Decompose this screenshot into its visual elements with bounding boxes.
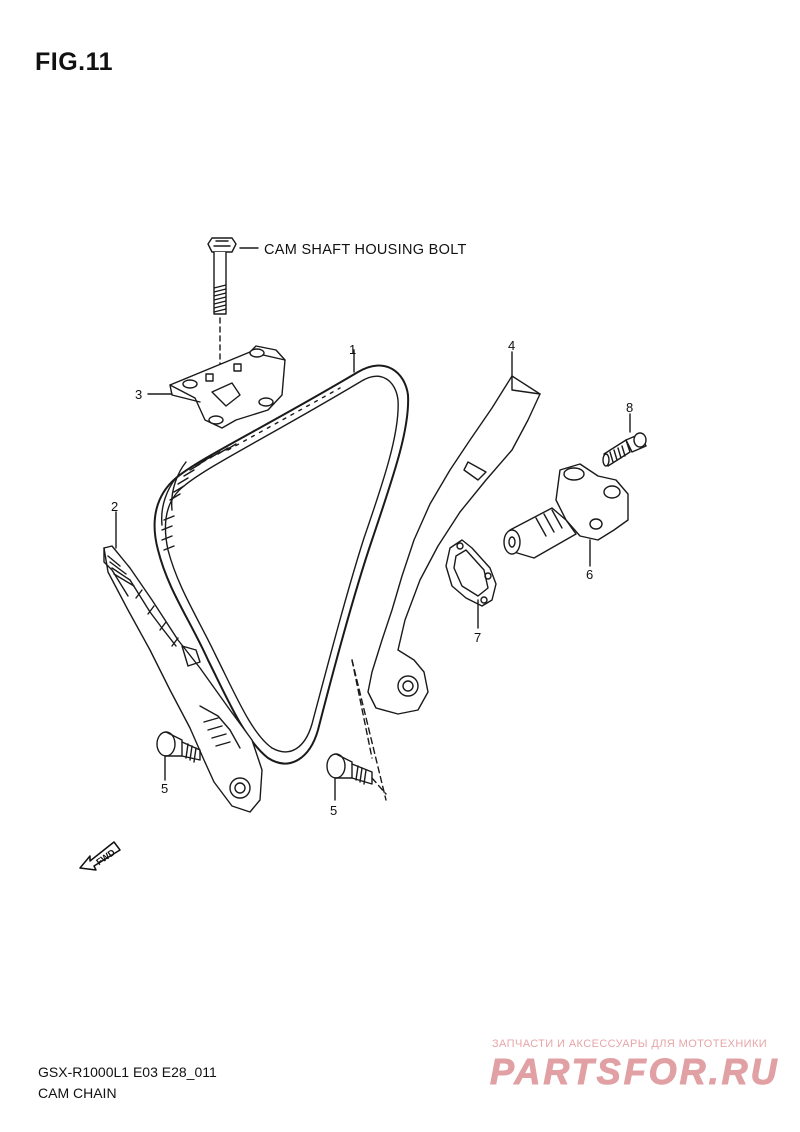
cam-shaft-housing-bolt <box>207 237 259 373</box>
footer-name: CAM CHAIN <box>38 1085 117 1101</box>
callout-5-right: 5 <box>330 803 337 818</box>
tensioner-bolt <box>602 413 647 467</box>
callout-4: 4 <box>508 338 515 353</box>
chain-tensioner-adjuster <box>503 463 629 567</box>
guide-bolt-right <box>326 753 387 801</box>
callout-8: 8 <box>626 400 633 415</box>
bolt-label: CAM SHAFT HOUSING BOLT <box>264 242 467 258</box>
watermark-logo-text: PARTSFOR.RU <box>490 1051 780 1092</box>
callout-3: 3 <box>135 387 142 402</box>
callout-1: 1 <box>349 342 356 357</box>
chain-guide <box>103 511 263 813</box>
tensioner-gasket <box>445 539 497 629</box>
cam-chain <box>153 349 410 765</box>
forward-direction-arrow-icon: FWD <box>79 841 121 871</box>
watermark-tagline: ЗАПЧАСТИ И АКСЕССУАРЫ ДЛЯ МОТОТЕХНИКИ <box>492 1038 768 1050</box>
footer-model: GSX-R1000L1 E03 E28_011 <box>38 1064 217 1080</box>
watermark-logo: PARTSFOR.RU <box>490 1051 780 1093</box>
callout-2: 2 <box>111 499 118 514</box>
chain-tensioner-arm <box>351 351 541 801</box>
figure-title: FIG.11 <box>35 48 114 76</box>
callout-7: 7 <box>474 630 481 645</box>
callout-5-left: 5 <box>161 781 168 796</box>
callout-6: 6 <box>586 567 593 582</box>
guide-bolt-left <box>156 731 201 781</box>
camshaft-holder <box>147 345 286 429</box>
